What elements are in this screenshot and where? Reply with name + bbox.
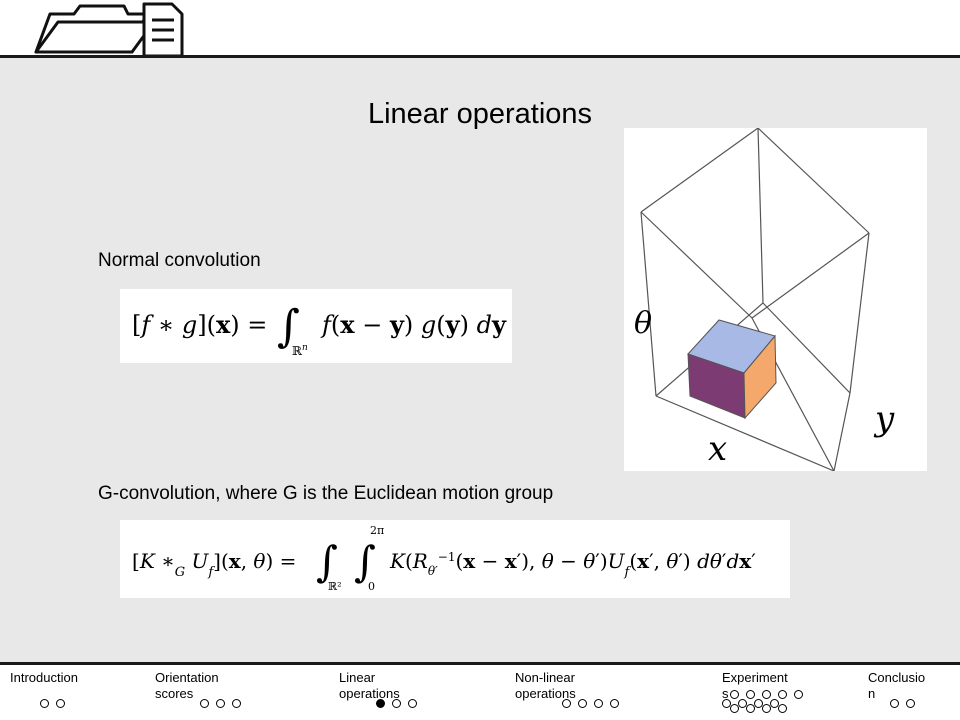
nav-section-conclusion[interactable]: Conclusio n xyxy=(868,670,925,702)
nav-dot[interactable] xyxy=(906,699,915,708)
g-convolution-label: G-convolution, where G is the Euclidean … xyxy=(98,483,554,504)
nav-dot[interactable] xyxy=(216,699,225,708)
footer-divider xyxy=(0,662,960,665)
nav-label: Non-linear operations xyxy=(515,670,576,701)
slide-title: Linear operations xyxy=(367,98,593,130)
svg-text:∫: ∫ xyxy=(277,301,300,352)
nav-dot[interactable] xyxy=(770,699,779,708)
nav-label: Orientation scores xyxy=(155,670,219,701)
nav-dot[interactable] xyxy=(890,699,899,708)
normal-convolution-formula-graphic: [f ∗ g](x) = ∫ ℝn f(x − y) g(y) dy xyxy=(132,301,507,358)
axis-x-label: x xyxy=(708,429,727,469)
svg-text:f(x − y) g(y) dy: f(x − y) g(y) dy xyxy=(320,310,507,339)
nav-dot[interactable] xyxy=(722,699,731,708)
svg-text:2π: 2π xyxy=(370,524,384,537)
nav-dot[interactable] xyxy=(562,699,571,708)
g-convolution-formula: [K ∗G Uf](x, θ) = ∫ ℝ² ∫ 2π 0 K(Rθ′−1(x … xyxy=(120,520,790,598)
svg-text:ℝn: ℝn xyxy=(292,343,308,358)
normal-convolution-label: Normal convolution xyxy=(98,250,261,271)
g-convolution-formula-graphic: [K ∗G Uf](x, θ) = ∫ ℝ² ∫ 2π 0 K(Rθ′−1(x … xyxy=(132,524,756,593)
nav-dot[interactable] xyxy=(610,699,619,708)
header-divider xyxy=(0,55,960,58)
nav-dot[interactable] xyxy=(200,699,209,708)
nav-dot[interactable] xyxy=(578,699,587,708)
nav-dot[interactable] xyxy=(794,690,803,699)
nav-dot[interactable] xyxy=(730,704,739,713)
svg-text:ℝ²: ℝ² xyxy=(328,580,342,593)
nav-section-introduction[interactable]: Introduction xyxy=(10,670,78,686)
nav-label: Conclusio n xyxy=(868,670,926,701)
nav-dot[interactable] xyxy=(232,699,241,708)
nav-section-linear-operations[interactable]: Linear operations xyxy=(339,670,400,702)
nav-dot[interactable] xyxy=(762,704,771,713)
folder-document-icon xyxy=(34,2,184,58)
svg-text:∫: ∫ xyxy=(316,537,338,586)
axis-theta-label: θ xyxy=(634,306,652,341)
nav-dot[interactable] xyxy=(746,690,755,699)
nav-section-experiments[interactable]: Experiment s xyxy=(722,670,788,702)
nav-dot[interactable] xyxy=(392,699,401,708)
nav-dot[interactable] xyxy=(594,699,603,708)
nav-section-non-linear-operations[interactable]: Non-linear operations xyxy=(515,670,576,702)
nav-section-orientation-scores[interactable]: Orientation scores xyxy=(155,670,219,702)
nav-dot[interactable] xyxy=(778,704,787,713)
nav-label: Linear operations xyxy=(339,670,400,701)
nav-dot[interactable] xyxy=(40,699,49,708)
cube-graphic: θ x y xyxy=(634,127,895,472)
nav-label: Introduction xyxy=(10,670,78,685)
normal-convolution-formula: [f ∗ g](x) = ∫ ℝn f(x − y) g(y) dy xyxy=(120,289,512,363)
nav-dot[interactable] xyxy=(762,690,771,699)
nav-dot[interactable] xyxy=(778,690,787,699)
svg-text:K(Rθ′−1(x − x′), θ − θ′)Uf(x′,: K(Rθ′−1(x − x′), θ − θ′)Uf(x′, θ′) dθ′dx… xyxy=(389,549,756,580)
cube-side-face xyxy=(743,334,777,420)
nav-dot[interactable] xyxy=(746,704,755,713)
svg-text:[K ∗G Uf](x, θ) =: [K ∗G Uf](x, θ) = xyxy=(132,549,296,580)
nav-dot[interactable] xyxy=(376,699,385,708)
svg-text:[f ∗ g](x) =: [f ∗ g](x) = xyxy=(132,310,267,339)
nav-dot[interactable] xyxy=(408,699,417,708)
axis-y-label: y xyxy=(873,399,895,439)
footer-bar xyxy=(0,665,960,720)
se2-cube-figure: θ x y xyxy=(624,127,927,472)
nav-label: Experiment s xyxy=(722,670,788,701)
nav-dot[interactable] xyxy=(730,690,739,699)
svg-text:∫: ∫ xyxy=(354,537,376,586)
svg-text:0: 0 xyxy=(368,580,375,593)
nav-dot[interactable] xyxy=(56,699,65,708)
nav-dot[interactable] xyxy=(738,699,747,708)
nav-dot[interactable] xyxy=(754,699,763,708)
